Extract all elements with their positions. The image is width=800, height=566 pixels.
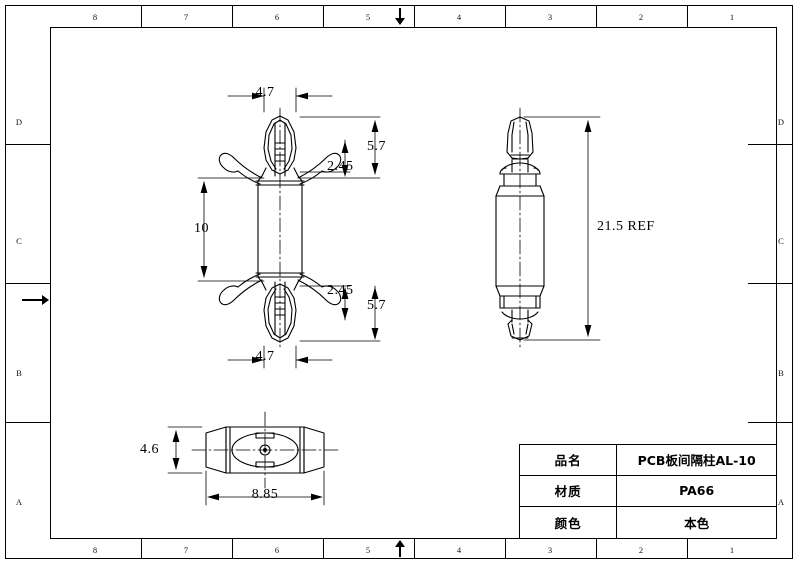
title-block-label-color: 颜色 — [520, 506, 618, 538]
zone-top-1: 1 — [729, 12, 735, 22]
zone-right-B: B — [778, 368, 784, 378]
dim-plan-width: 8.85 — [251, 487, 279, 502]
zone-bottom-4: 4 — [456, 545, 462, 555]
zone-bottom-5: 5 — [365, 545, 371, 555]
zone-bottom-1: 1 — [729, 545, 735, 555]
zone-top-4: 4 — [456, 12, 462, 22]
front-view-dimension-lines — [197, 87, 381, 369]
center-mark-top-icon — [395, 18, 405, 25]
zone-top-2: 2 — [638, 12, 644, 22]
zone-top-6: 6 — [274, 12, 280, 22]
zone-top-3: 3 — [547, 12, 553, 22]
zone-left-D: D — [15, 117, 23, 127]
value-text: 本色 — [684, 515, 710, 531]
dim-front-top-head: 2.45 — [327, 159, 354, 174]
zone-right-C: C — [778, 236, 784, 246]
side-view-part — [495, 116, 545, 341]
value-text: PA66 — [679, 483, 715, 499]
title-block-label-name: 品名 — [520, 445, 618, 475]
zone-bottom-2: 2 — [638, 545, 644, 555]
label-text: 材质 — [554, 484, 582, 500]
front-view-dimension-arrows — [200, 92, 379, 364]
dim-side-overall-height: 21.5 REF — [597, 219, 655, 234]
zone-bottom-3: 3 — [547, 545, 553, 555]
zone-top-5: 5 — [365, 12, 371, 22]
dim-front-bottom-head: 2.45 — [327, 283, 354, 298]
title-block-value-material: PA66 — [617, 476, 776, 506]
title-block-row-color: 颜色 本色 — [520, 506, 776, 538]
side-view-dimension-lines — [523, 116, 601, 341]
title-block-label-material: 材质 — [520, 475, 618, 506]
plan-view-part — [205, 426, 325, 474]
dim-plan-height: 4.6 — [140, 442, 159, 457]
title-block-value-name: PCB板间隔柱AL-10 — [617, 445, 776, 475]
label-text: 颜色 — [554, 515, 582, 531]
zone-right-D: D — [777, 117, 785, 127]
zone-bottom-6: 6 — [274, 545, 280, 555]
title-block: 品名 PCB板间隔柱AL-10 材质 PA66 颜色 本色 — [519, 444, 777, 539]
zone-right-A: A — [777, 497, 785, 507]
title-block-value-color: 本色 — [617, 507, 776, 538]
sheet-outer-border — [5, 5, 793, 559]
front-view-lower-clip — [257, 276, 303, 343]
dim-front-top-width: 4.7 — [255, 85, 275, 100]
center-mark-bottom-icon — [395, 540, 405, 547]
zone-bottom-7: 7 — [183, 545, 189, 555]
dim-front-top-overall: 5.7 — [367, 139, 386, 154]
zone-left-B: B — [16, 368, 22, 378]
zone-left-C: C — [16, 236, 22, 246]
plan-view-dimension-arrows — [172, 430, 323, 501]
zone-bottom-8: 8 — [92, 545, 98, 555]
side-view-dimension-arrows — [584, 120, 592, 337]
title-block-row-name: 品名 PCB板间隔柱AL-10 — [520, 445, 776, 476]
zone-left-A: A — [15, 497, 23, 507]
value-text: PCB板间隔柱AL-10 — [637, 453, 756, 469]
dim-front-bottom-overall: 5.7 — [367, 298, 386, 313]
label-text: 品名 — [554, 453, 582, 469]
plan-view-dimension-lines — [167, 426, 325, 506]
zone-top-7: 7 — [183, 12, 189, 22]
dim-front-barrel-height: 10 — [194, 221, 209, 236]
dim-front-bottom-width: 4.7 — [255, 349, 275, 364]
center-mark-left-icon — [42, 295, 49, 305]
zone-top-8: 8 — [92, 12, 98, 22]
title-block-row-material: 材质 PA66 — [520, 475, 776, 507]
